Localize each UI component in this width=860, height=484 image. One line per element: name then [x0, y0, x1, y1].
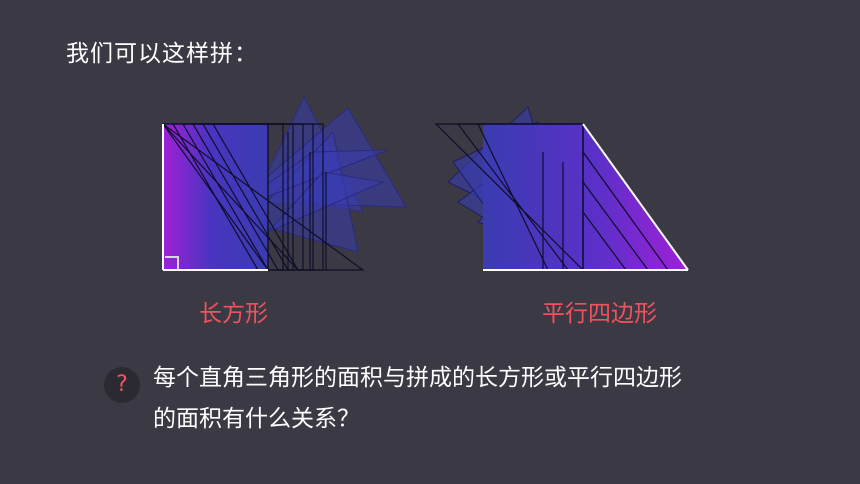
parallelogram-slant-edge	[582, 123, 689, 271]
parallelogram-fill	[483, 124, 688, 270]
question-line-1: 每个直角三角形的面积与拼成的长方形或平行四边形	[153, 365, 682, 391]
slide-heading: 我们可以这样拼：	[66, 41, 258, 67]
question-line-2: 的面积有什么关系？	[153, 406, 360, 432]
right-angle-mark	[165, 256, 179, 270]
rectangle-caption: 长方形	[199, 301, 268, 327]
parallelogram-assembly-figure	[434, 106, 689, 272]
question-mark-icon: ?	[104, 367, 140, 403]
parallelogram-caption: 平行四边形	[542, 301, 657, 327]
rectangle-assembly-figure	[161, 95, 407, 272]
question-text: 每个直角三角形的面积与拼成的长方形或平行四边形 的面积有什么关系？	[153, 358, 803, 440]
